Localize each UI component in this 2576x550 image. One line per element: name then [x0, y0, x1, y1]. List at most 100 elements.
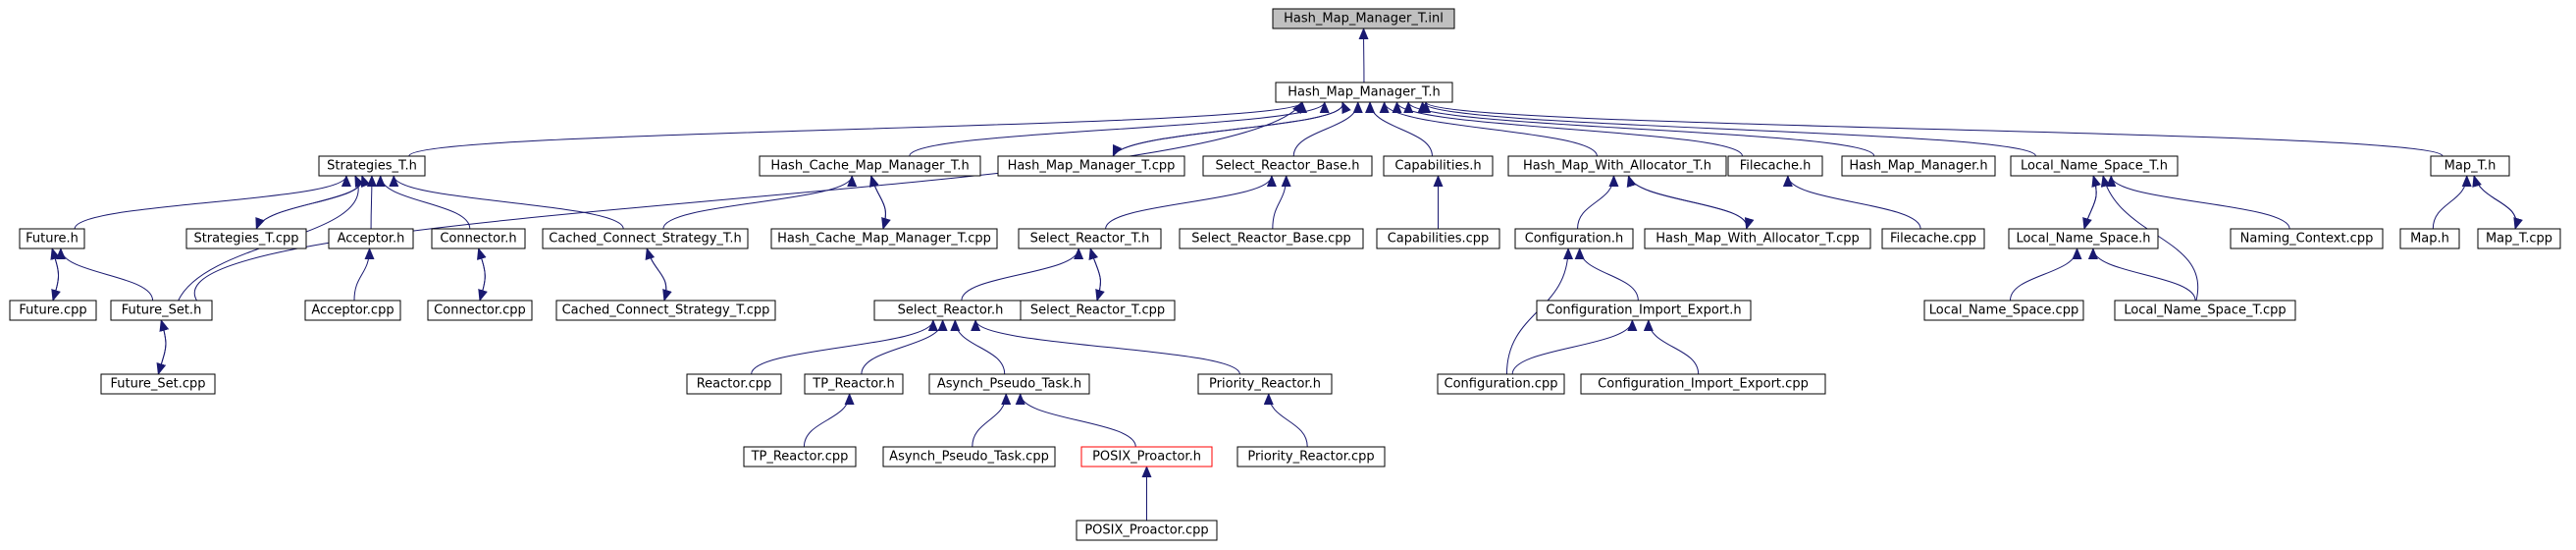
- node-capabilities-h[interactable]: Capabilities.h: [1383, 155, 1494, 177]
- node-box: [1179, 228, 1364, 249]
- edge-local-name-space-t-h-to-hash-map-manager-t-h: [1417, 101, 2036, 157]
- node-label: Configuration.h: [1525, 232, 1624, 247]
- edge-acceptor-cpp-to-acceptor-h: [353, 248, 375, 302]
- node-label: Future_Set.h: [122, 303, 202, 318]
- node-map-t-cpp[interactable]: Map_T.cpp: [2477, 228, 2561, 249]
- edge-connector-h-to-connector-cpp: [478, 248, 488, 302]
- node-local-name-space-t-cpp[interactable]: Local_Name_Space_T.cpp: [2114, 300, 2296, 321]
- node-hash-map-manager-h[interactable]: Hash_Map_Manager.h: [1841, 155, 1996, 177]
- node-select-reactor-t-cpp[interactable]: Select_Reactor_T.cpp: [1020, 300, 1176, 321]
- node-future-cpp[interactable]: Future.cpp: [9, 300, 97, 321]
- edge-hash-map-manager-h-to-hash-map-manager-t-h: [1403, 101, 1875, 157]
- edge-future-h-to-future-cpp: [51, 248, 61, 302]
- node-box: [318, 155, 426, 177]
- node-configuration-import-export-cpp[interactable]: Configuration_Import_Export.cpp: [1580, 373, 1826, 395]
- node-acceptor-h[interactable]: Acceptor.h: [328, 228, 414, 249]
- node-priority-reactor-cpp[interactable]: Priority_Reactor.cpp: [1236, 446, 1386, 468]
- node-label: Hash_Map_Manager_T.cpp: [1008, 159, 1176, 174]
- node-label: Acceptor.cpp: [311, 303, 394, 318]
- node-connector-cpp[interactable]: Connector.cpp: [427, 300, 533, 321]
- node-select-reactor-h[interactable]: Select_Reactor.h: [873, 300, 1027, 321]
- node-cached-connect-strategy-t-cpp[interactable]: Cached_Connect_Strategy_T.cpp: [555, 300, 776, 321]
- node-hash-cache-map-manager-t-h[interactable]: Hash_Cache_Map_Manager_T.h: [759, 155, 981, 177]
- edge-select-reactor-base-h-to-hash-map-manager-t-h: [1292, 101, 1363, 157]
- node-label: Local_Name_Space.cpp: [1929, 303, 2078, 318]
- node-box: [2114, 300, 2296, 321]
- node-filecache-h[interactable]: Filecache.h: [1727, 155, 1823, 177]
- edge-future-set-h-to-hash-map-manager-t-h: [193, 101, 1303, 302]
- edge-future-set-cpp-to-future-set-h: [157, 319, 170, 375]
- node-acceptor-cpp[interactable]: Acceptor.cpp: [304, 300, 401, 321]
- node-box: [19, 228, 85, 249]
- node-priority-reactor-h[interactable]: Priority_Reactor.h: [1197, 373, 1333, 395]
- node-tp-reactor-h[interactable]: TP_Reactor.h: [804, 373, 904, 395]
- node-filecache-cpp[interactable]: Filecache.cpp: [1881, 228, 1985, 249]
- node-strategies-t-h[interactable]: Strategies_T.h: [318, 155, 426, 177]
- node-configuration-h[interactable]: Configuration.h: [1514, 228, 1634, 249]
- node-future-h[interactable]: Future.h: [19, 228, 85, 249]
- node-hash-map-manager-t-cpp[interactable]: Hash_Map_Manager_T.cpp: [997, 155, 1185, 177]
- node-label: Asynch_Pseudo_Task.h: [937, 377, 1081, 392]
- node-configuration-cpp[interactable]: Configuration.cpp: [1437, 373, 1565, 395]
- node-posix-proactor-cpp[interactable]: POSIX_Proactor.cpp: [1076, 520, 1218, 541]
- node-future-set-cpp[interactable]: Future_Set.cpp: [100, 373, 216, 395]
- node-label: Capabilities.cpp: [1388, 232, 1490, 247]
- node-box: [2399, 228, 2460, 249]
- node-label: Hash_Map_Manager_T.inl: [1284, 12, 1444, 27]
- node-label: Hash_Cache_Map_Manager_T.cpp: [777, 232, 991, 247]
- node-map-h[interactable]: Map.h: [2399, 228, 2460, 249]
- edge-cached-connect-strategy-t-h-to-cached-connect-strategy-t-cpp: [646, 248, 672, 302]
- node-box: [2008, 228, 2159, 249]
- node-tp-reactor-cpp[interactable]: TP_Reactor.cpp: [743, 446, 857, 468]
- node-select-reactor-base-cpp[interactable]: Select_Reactor_Base.cpp: [1179, 228, 1364, 249]
- node-label: Future.cpp: [19, 303, 86, 318]
- node-asynch-pseudo-task-cpp[interactable]: Asynch_Pseudo_Task.cpp: [882, 446, 1056, 468]
- node-box: [759, 155, 981, 177]
- node-future-set-h[interactable]: Future_Set.h: [110, 300, 213, 321]
- edge-select-reactor-t-h-to-select-reactor-base-h: [1105, 175, 1277, 230]
- node-map-t-h[interactable]: Map_T.h: [2430, 155, 2510, 177]
- node-hash-map-manager-t-inl[interactable]: Hash_Map_Manager_T.inl: [1272, 8, 1455, 29]
- node-posix-proactor-h[interactable]: POSIX_Proactor.h: [1080, 446, 1213, 468]
- node-select-reactor-t-h[interactable]: Select_Reactor_T.h: [1018, 228, 1162, 249]
- edge-strategies-t-h-to-strategies-t-cpp: [255, 175, 363, 230]
- node-local-name-space-t-h[interactable]: Local_Name_Space_T.h: [2010, 155, 2179, 177]
- edge-configuration-import-export-cpp-to-configuration-import-export-h: [1643, 319, 1700, 375]
- edge-select-reactor-h-to-select-reactor-t-h: [961, 248, 1084, 302]
- node-local-name-space-h[interactable]: Local_Name_Space.h: [2008, 228, 2159, 249]
- node-naming-context-cpp[interactable]: Naming_Context.cpp: [2230, 228, 2384, 249]
- node-hash-map-manager-t-h[interactable]: Hash_Map_Manager_T.h: [1275, 82, 1453, 103]
- node-box: [1923, 300, 2084, 321]
- node-reactor-cpp[interactable]: Reactor.cpp: [686, 373, 782, 395]
- node-box: [1197, 373, 1333, 395]
- node-connector-h[interactable]: Connector.h: [431, 228, 526, 249]
- edge-configuration-h-to-hash-map-with-allocator-t-h: [1577, 175, 1619, 230]
- node-box: [328, 228, 414, 249]
- node-label: Future_Set.cpp: [110, 377, 205, 392]
- node-configuration-import-export-h[interactable]: Configuration_Import_Export.h: [1536, 300, 1752, 321]
- edge-tp-reactor-cpp-to-tp-reactor-h: [803, 393, 855, 448]
- node-label: Map_T.cpp: [2486, 232, 2552, 247]
- node-capabilities-cpp[interactable]: Capabilities.cpp: [1376, 228, 1500, 249]
- node-hash-cache-map-manager-t-cpp[interactable]: Hash_Cache_Map_Manager_T.cpp: [770, 228, 998, 249]
- node-local-name-space-cpp[interactable]: Local_Name_Space.cpp: [1923, 300, 2084, 321]
- node-label: Select_Reactor_Base.cpp: [1191, 232, 1351, 247]
- node-box: [1514, 228, 1634, 249]
- node-strategies-t-cpp[interactable]: Strategies_T.cpp: [185, 228, 307, 249]
- edge-configuration-import-export-h-to-configuration-h: [1574, 248, 1639, 302]
- edge-priority-reactor-h-to-select-reactor-h: [971, 319, 1240, 375]
- edge-strategies-t-h-to-hash-map-manager-t-h: [408, 101, 1307, 157]
- node-box: [2010, 155, 2179, 177]
- node-box: [304, 300, 401, 321]
- node-cached-connect-strategy-t-h[interactable]: Cached_Connect_Strategy_T.h: [542, 228, 749, 249]
- node-select-reactor-base-h[interactable]: Select_Reactor_Base.h: [1202, 155, 1373, 177]
- node-box: [1727, 155, 1823, 177]
- node-label: TP_Reactor.h: [812, 377, 894, 392]
- edge-hash-cache-map-manager-t-h-to-hash-map-manager-t-h: [909, 101, 1330, 157]
- node-hash-map-with-allocator-t-cpp[interactable]: Hash_Map_With_Allocator_T.cpp: [1644, 228, 1871, 249]
- node-hash-map-with-allocator-t-h[interactable]: Hash_Map_With_Allocator_T.h: [1507, 155, 1727, 177]
- node-asynch-pseudo-task-h[interactable]: Asynch_Pseudo_Task.h: [928, 373, 1090, 395]
- edge-map-t-h-to-map-t-cpp: [2473, 175, 2523, 230]
- edge-priority-reactor-cpp-to-priority-reactor-h: [1263, 393, 1308, 448]
